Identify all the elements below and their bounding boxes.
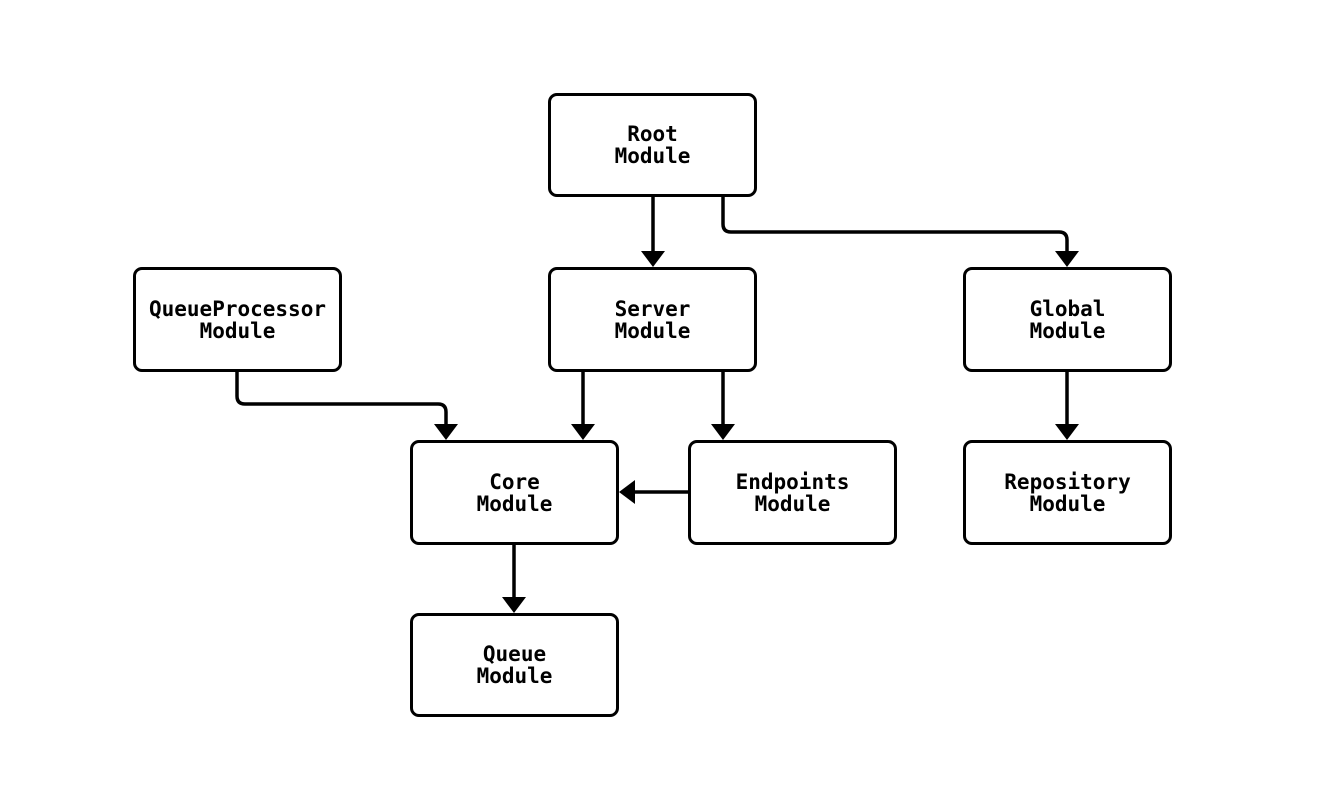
node-label-line: Global bbox=[1029, 296, 1106, 321]
node-server-module: Server Module bbox=[548, 267, 757, 372]
node-label-line: Module bbox=[1029, 491, 1106, 516]
node-label-line: Module bbox=[754, 491, 831, 516]
node-label-line: Server bbox=[614, 296, 691, 321]
edge-global-to-repository bbox=[1055, 372, 1079, 440]
node-label-line: Endpoints bbox=[735, 469, 850, 494]
node-label-line: Module bbox=[1029, 318, 1106, 343]
node-endpoints-module: Endpoints Module bbox=[688, 440, 897, 545]
node-global-module: Global Module bbox=[963, 267, 1172, 372]
edge-endpoints-to-core bbox=[619, 480, 688, 504]
node-label-line: Module bbox=[199, 318, 276, 343]
arrowhead-icon bbox=[434, 424, 458, 440]
node-label-line: Queue bbox=[482, 642, 547, 666]
node-label-line: Repository bbox=[1004, 469, 1131, 494]
arrowhead-icon bbox=[619, 480, 635, 504]
node-label-line: Module bbox=[476, 664, 553, 688]
node-queueprocessor-module: QueueProcessor Module bbox=[133, 267, 342, 372]
node-repository-module: Repository Module bbox=[963, 440, 1172, 545]
node-label-line: Core bbox=[489, 469, 540, 494]
arrowhead-icon bbox=[711, 424, 735, 440]
edge-root-to-global bbox=[721, 197, 1079, 267]
node-root-module: Root Module bbox=[548, 93, 757, 197]
arrowhead-icon bbox=[1055, 424, 1079, 440]
node-core-module: Core Module bbox=[410, 440, 619, 545]
arrowhead-icon bbox=[502, 597, 526, 613]
node-label-line: QueueProcessor bbox=[148, 296, 326, 321]
arrowhead-icon bbox=[641, 251, 665, 267]
node-label-line: Module bbox=[476, 491, 553, 516]
edge-core-to-queue bbox=[502, 545, 526, 613]
arrowhead-icon bbox=[1055, 251, 1079, 267]
edge-server-to-endpoints bbox=[711, 372, 735, 440]
arrowhead-icon bbox=[571, 424, 595, 440]
edge-root-to-server bbox=[641, 197, 665, 267]
edge-server-to-core bbox=[571, 372, 595, 440]
node-label-line: Module bbox=[614, 318, 691, 343]
node-queue-module: Queue Module bbox=[410, 613, 619, 717]
node-label-line: Module bbox=[614, 144, 691, 168]
node-label-line: Root bbox=[627, 122, 678, 146]
edge-queueprocessor-to-core bbox=[235, 372, 458, 440]
